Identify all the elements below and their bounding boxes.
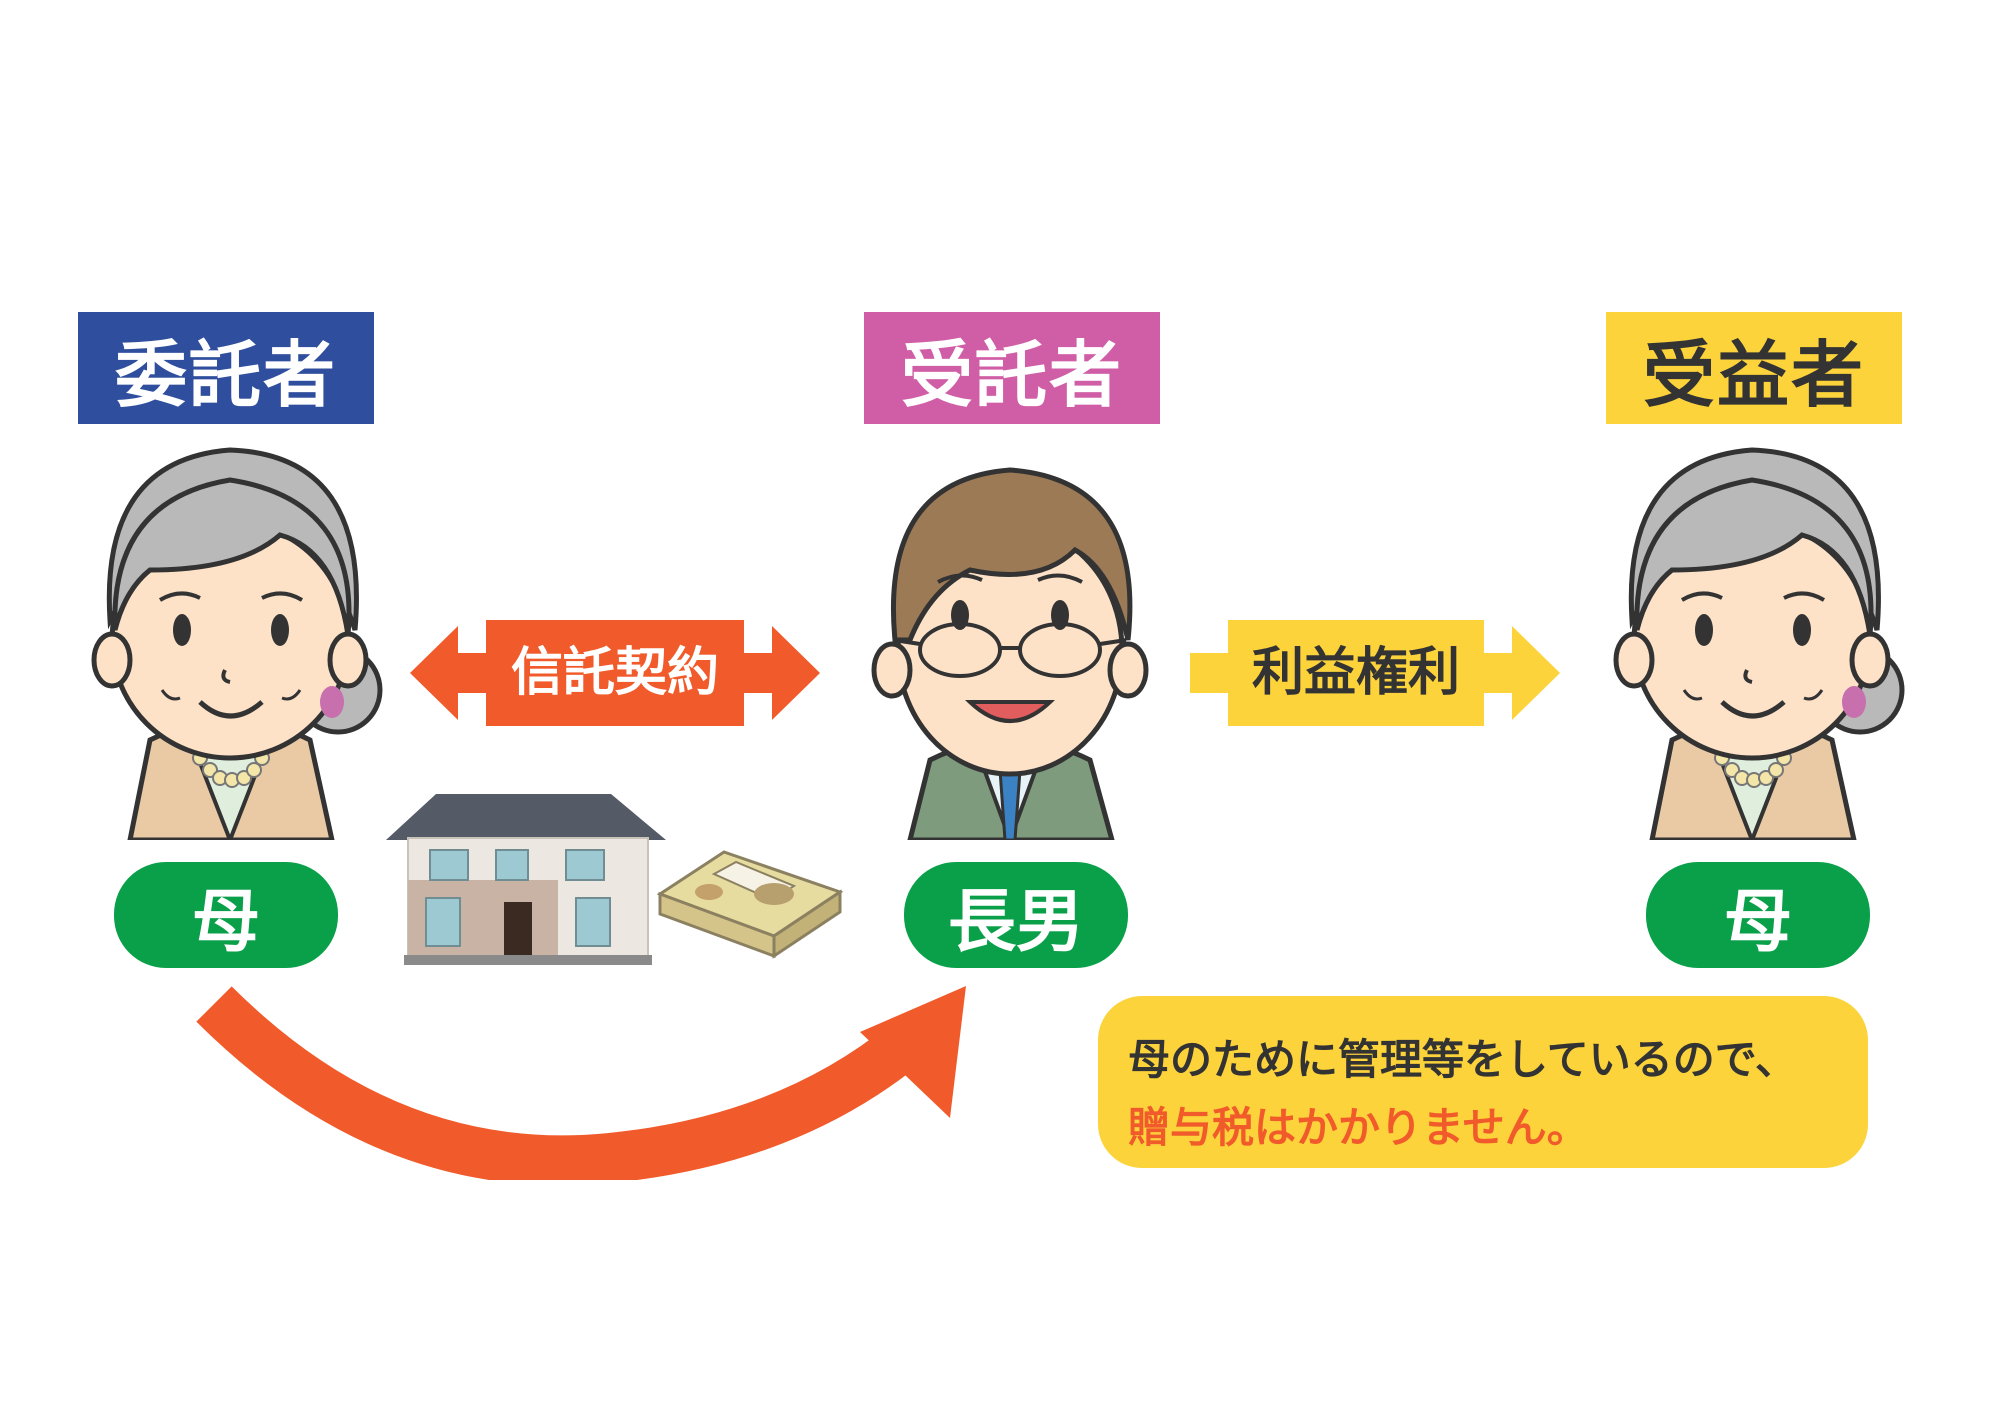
tax-note-line2: 贈与税はかかりません。 [1128,1103,1589,1152]
beneficiary-role-text: 受益者 [1642,332,1865,417]
man-with-glasses-icon [871,467,1149,840]
trustee-role-label: 受託者 [864,312,1160,424]
settlor-role-text: 委託者 [114,332,337,417]
trust-contract-label: 信託契約 [511,643,719,703]
beneficiary-name-badge: 母 [1646,862,1870,968]
asset-transfer-arrow [196,986,966,1180]
elderly-woman-icon [91,447,383,840]
beneficiary-name: 母 [1723,882,1792,962]
benefit-rights-label: 利益権利 [1252,643,1460,703]
trustee-name: 長男 [947,882,1084,962]
settlor-name-badge: 母 [114,862,338,968]
trustee-name-badge: 長男 [904,862,1128,968]
trustee-role-text: 受託者 [900,332,1123,417]
money-bundle-icon [656,850,844,959]
house-icon [386,794,666,965]
beneficiary-role-label: 受益者 [1606,312,1902,424]
benefit-rights-arrow: 利益権利 [1190,620,1560,726]
settlor-role-label: 委託者 [78,312,374,424]
elderly-woman-icon [1613,447,1905,840]
settlor-name: 母 [191,882,260,962]
tax-note-line1: 母のために管理等をしているので、 [1128,1035,1798,1084]
tax-note-box: 母のために管理等をしているので、 贈与税はかかりません。 [1098,996,1868,1168]
trust-contract-arrow: 信託契約 [410,620,820,726]
